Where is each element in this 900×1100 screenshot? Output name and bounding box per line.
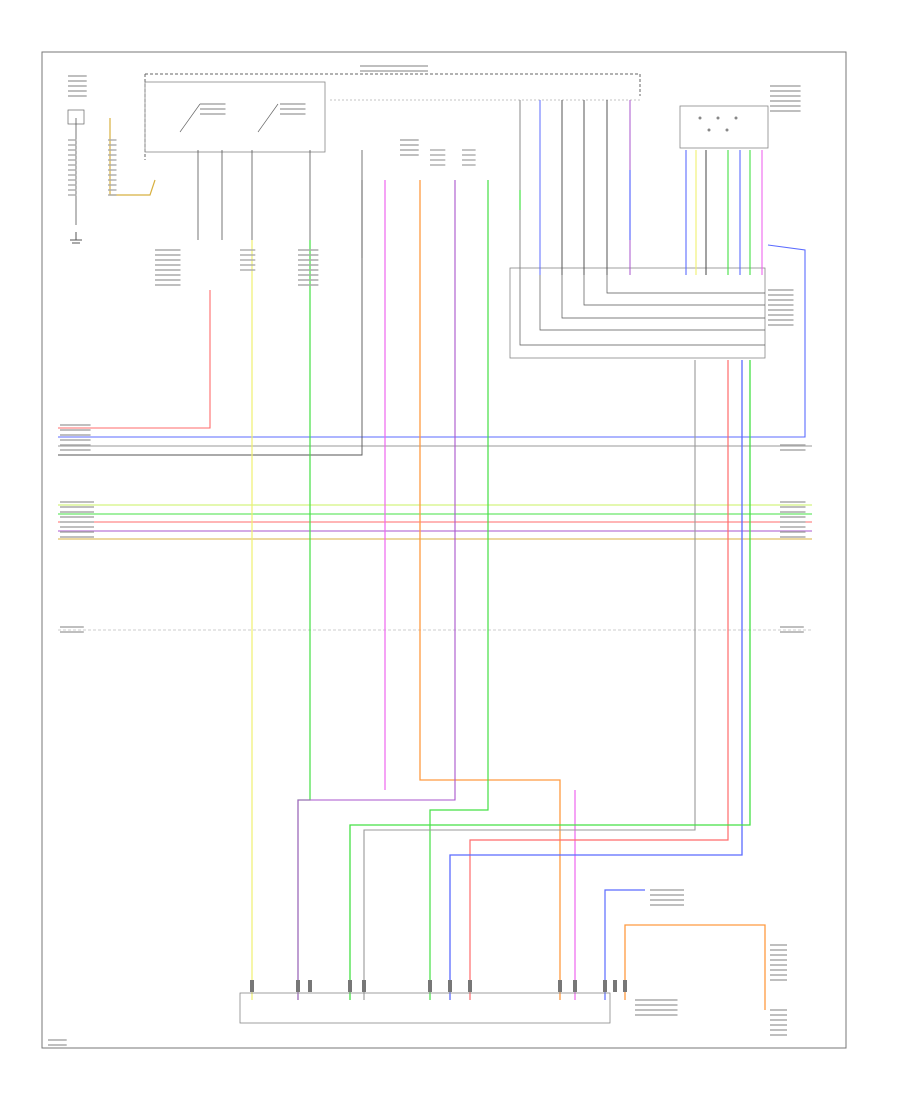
- orange-wire-short: [624, 924, 766, 1010]
- red-bus-wire: [58, 290, 211, 429]
- connector-pin: [468, 980, 472, 992]
- purple-wire: [297, 180, 456, 1000]
- green-wire-long: [349, 360, 751, 1000]
- gold-wire: [109, 118, 156, 196]
- stair-wire-2: [561, 275, 765, 319]
- stair-wire-3: [583, 275, 765, 306]
- module-block-icon: [679, 105, 769, 149]
- connector-pin: [296, 980, 300, 992]
- connector-pin: [250, 980, 254, 992]
- label-marks: [48, 65, 806, 1046]
- blue-wire-long: [449, 360, 743, 1000]
- connector-pin: [428, 980, 432, 992]
- connector-pin: [623, 980, 627, 992]
- connector-pin: [603, 980, 607, 992]
- connector-pin: [613, 980, 617, 992]
- green-wire-left: [297, 240, 311, 1000]
- wire-layer: [58, 100, 812, 1010]
- connector-pins-icon: [250, 980, 627, 992]
- stair-wire-4: [606, 275, 765, 294]
- orange-wire: [419, 180, 561, 1000]
- red-wire-long: [469, 360, 729, 1000]
- control-unit-box: [509, 267, 766, 359]
- bottom-connector-block: [239, 992, 611, 1024]
- connector-pin: [558, 980, 562, 992]
- connector-pin: [362, 980, 366, 992]
- green-wire-mid: [429, 180, 489, 1000]
- blue-bus-wire: [58, 244, 806, 438]
- connector-pin: [448, 980, 452, 992]
- connector-pin: [573, 980, 577, 992]
- connector-pin: [308, 980, 312, 992]
- diagram-frame: [41, 51, 847, 1049]
- gray-wire-long: [363, 360, 696, 1000]
- stair-wire-0: [519, 275, 765, 346]
- ground-icon: [70, 232, 82, 244]
- gray-bus-wire-2: [58, 180, 363, 456]
- connector-pin: [348, 980, 352, 992]
- blue-wire-short: [604, 889, 645, 1000]
- stair-wire-1: [539, 275, 765, 331]
- top-module-block: [144, 73, 641, 160]
